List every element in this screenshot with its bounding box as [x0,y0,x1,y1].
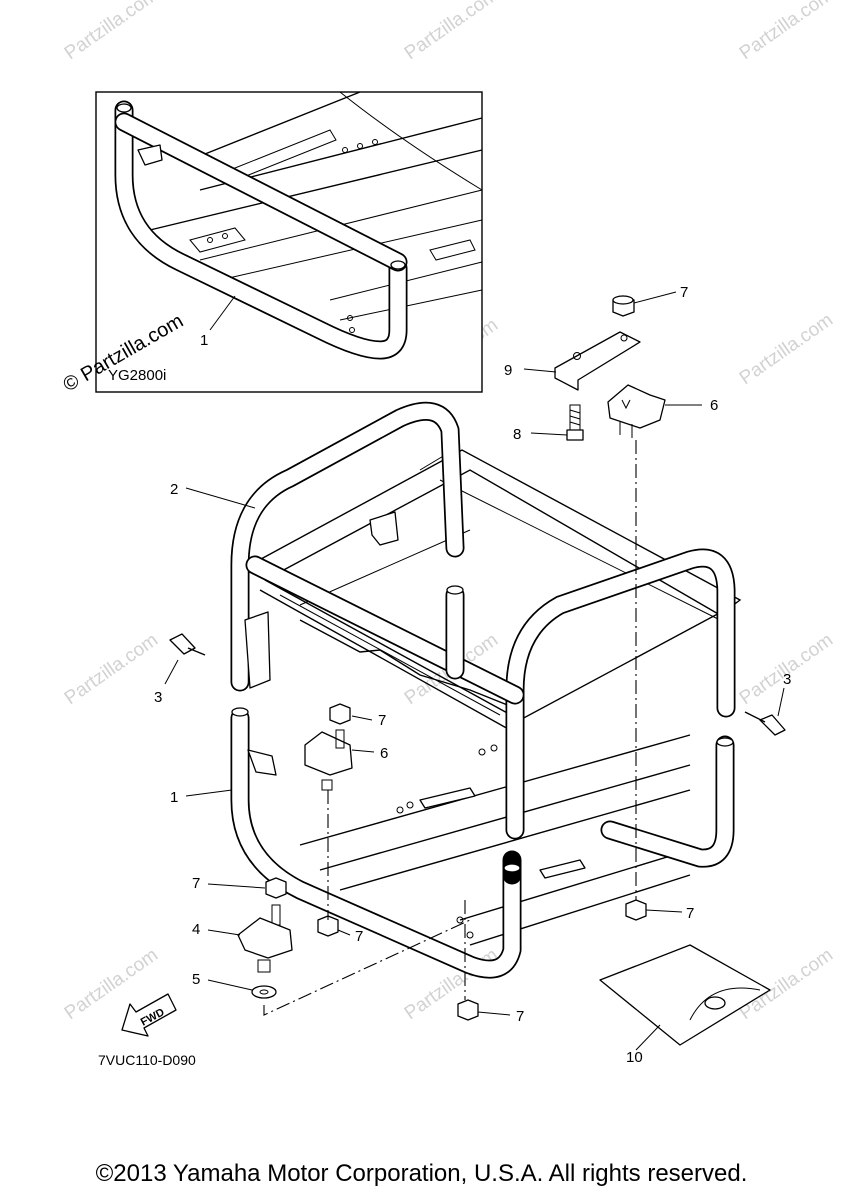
frame-assembly [230,401,742,979]
copyright-notice: ©2013 Yamaha Motor Corporation, U.S.A. A… [95,1160,748,1187]
watermark-text: Partzilla.com [736,0,837,64]
watermark-text: Partzilla.com [401,0,502,64]
nut-mid [329,703,351,725]
callout-5-washer: 5 [192,971,200,988]
callout-3-right-pin: 3 [783,671,791,688]
diagram-code: 7VUC110-D090 [98,1052,196,1068]
left-lug [244,611,271,689]
nut-right [625,899,647,921]
nut-bottom [457,999,479,1021]
bracket-9 [554,331,641,391]
callout-6-mid-mount: 6 [380,745,388,762]
owners-manual-10 [599,944,771,1046]
callout-1-lower-frame: 1 [170,789,178,806]
rubber-mount-6-top [607,384,666,429]
callout-7-top-nut: 7 [680,284,688,301]
bolt-8 [566,404,584,441]
callout-7-left-nut: 7 [192,875,200,892]
watermark-text: Partzilla.com [736,310,837,390]
callout-4-mount: 4 [192,921,200,938]
callout-7-front-center-nut: 7 [355,928,363,945]
mount-4 [237,917,293,959]
callout-8-bolt: 8 [513,426,521,443]
base-slot-2 [539,859,586,879]
callout-6-top-mount: 6 [710,397,718,414]
inset-variant-view: 1 YG2800i © Partzilla.com [60,91,483,396]
watermark-text: Partzilla.com [61,0,162,64]
watermark-text: Partzilla.com [736,630,837,710]
pin-3-left [169,633,196,655]
callout-7-mid-nut: 7 [378,712,386,729]
callout-7-right-nut: 7 [686,905,694,922]
callout-2-upper-frame: 2 [170,481,178,498]
base-slot-1 [419,787,476,809]
callout-9-bracket: 9 [504,362,512,379]
callout-inset-1: 1 [200,332,208,349]
nut-top [612,295,635,317]
pin-3-right [759,714,786,736]
inset-model-label: YG2800i [108,367,166,384]
fwd-arrow-icon: FWD [121,993,177,1037]
callout-7-bottom-nut: 7 [516,1008,524,1025]
washer-5 [251,985,277,999]
watermark-text: Partzilla.com [61,630,162,710]
callout-3-left-pin: 3 [154,689,162,706]
rubber-mount-6-mid [304,731,353,776]
nut-left [265,877,287,899]
callout-10-manual: 10 [626,1049,643,1066]
lower-lug [247,749,277,776]
leader-lines [164,291,785,1051]
center-bracket [369,511,399,546]
